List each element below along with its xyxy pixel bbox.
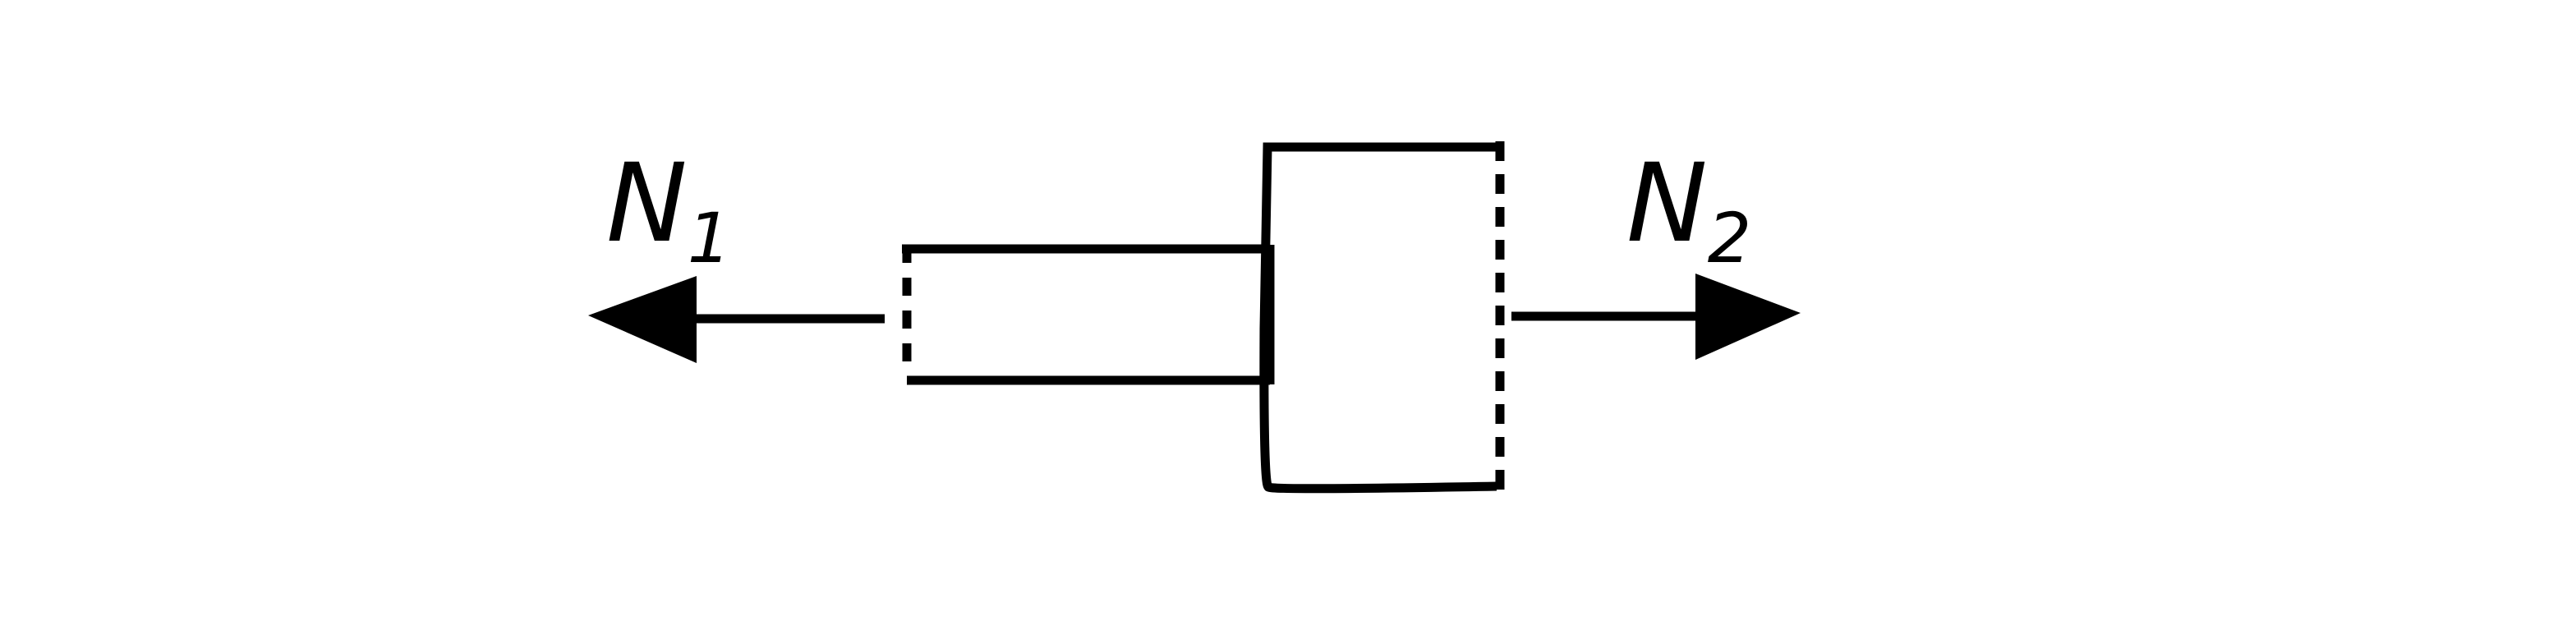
force-arrow-left <box>588 276 885 363</box>
thick-rod-section <box>1259 141 1505 494</box>
force-label-n2-symbol: N <box>1626 140 1708 267</box>
arrow-right-head <box>1695 274 1801 360</box>
thin-rod-section <box>902 244 1275 385</box>
force-label-n2: N2 <box>1626 140 1751 278</box>
force-label-n2-subscript: 2 <box>1708 198 1751 278</box>
force-label-n1-symbol: N <box>606 140 688 267</box>
force-arrow-right <box>1511 274 1801 360</box>
arrow-left-head <box>588 276 697 363</box>
force-label-n1-subscript: 1 <box>688 198 731 278</box>
thick-rod-outline <box>1259 142 1502 494</box>
force-label-n1: N1 <box>606 140 731 278</box>
